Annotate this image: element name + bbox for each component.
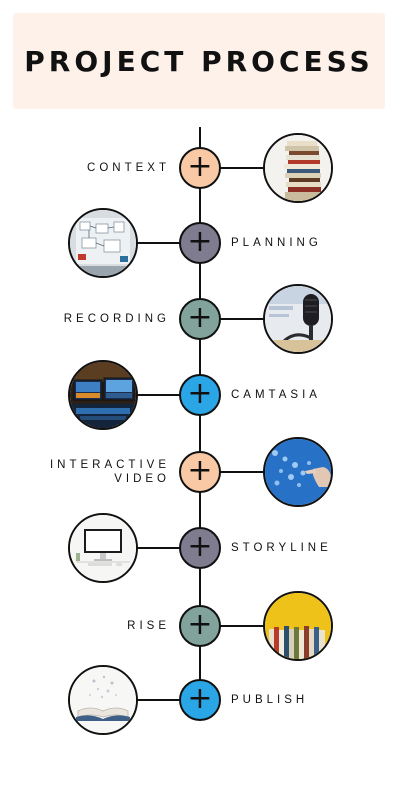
- step-node[interactable]: +: [179, 298, 221, 340]
- step-label: CONTEXT: [87, 162, 170, 174]
- step-label: INTERACTIVE VIDEO: [49, 459, 170, 485]
- connector-line: [220, 318, 264, 320]
- connector-line: [136, 394, 180, 396]
- step-node[interactable]: +: [179, 605, 221, 647]
- step-label: STORYLINE: [231, 542, 332, 554]
- step-label: RECORDING: [63, 313, 170, 325]
- step-label: PLANNING: [231, 237, 322, 249]
- plus-icon: +: [187, 607, 213, 642]
- touchscreen-hand-photo: [263, 437, 333, 507]
- open-book-photo: [68, 665, 138, 735]
- video-editing-monitors-photo: [68, 360, 138, 430]
- plus-icon: +: [187, 376, 213, 411]
- books-on-yellow-photo: [263, 591, 333, 661]
- whiteboard-planning-photo: [68, 208, 138, 278]
- step-node[interactable]: +: [179, 374, 221, 416]
- plus-icon: +: [187, 529, 213, 564]
- connector-line: [136, 242, 180, 244]
- plus-icon: +: [187, 453, 213, 488]
- plus-icon: +: [187, 300, 213, 335]
- connector-line: [136, 547, 180, 549]
- title-banner: PROJECT PROCESS: [13, 13, 385, 109]
- step-node[interactable]: +: [179, 147, 221, 189]
- desktop-computer-photo: [68, 513, 138, 583]
- connector-line: [220, 471, 264, 473]
- connector-line: [220, 625, 264, 627]
- step-node[interactable]: +: [179, 527, 221, 569]
- plus-icon: +: [187, 149, 213, 184]
- step-node[interactable]: +: [179, 679, 221, 721]
- connector-line: [220, 167, 264, 169]
- connector-line: [136, 699, 180, 701]
- step-label: RISE: [127, 620, 170, 632]
- page-title: PROJECT PROCESS: [24, 44, 374, 78]
- plus-icon: +: [187, 681, 213, 716]
- step-node[interactable]: +: [179, 451, 221, 493]
- stacked-books-photo: [263, 133, 333, 203]
- microphone-photo: [263, 284, 333, 354]
- plus-icon: +: [187, 224, 213, 259]
- step-node[interactable]: +: [179, 222, 221, 264]
- step-label: PUBLISH: [231, 694, 309, 706]
- step-label: CAMTASIA: [231, 389, 321, 401]
